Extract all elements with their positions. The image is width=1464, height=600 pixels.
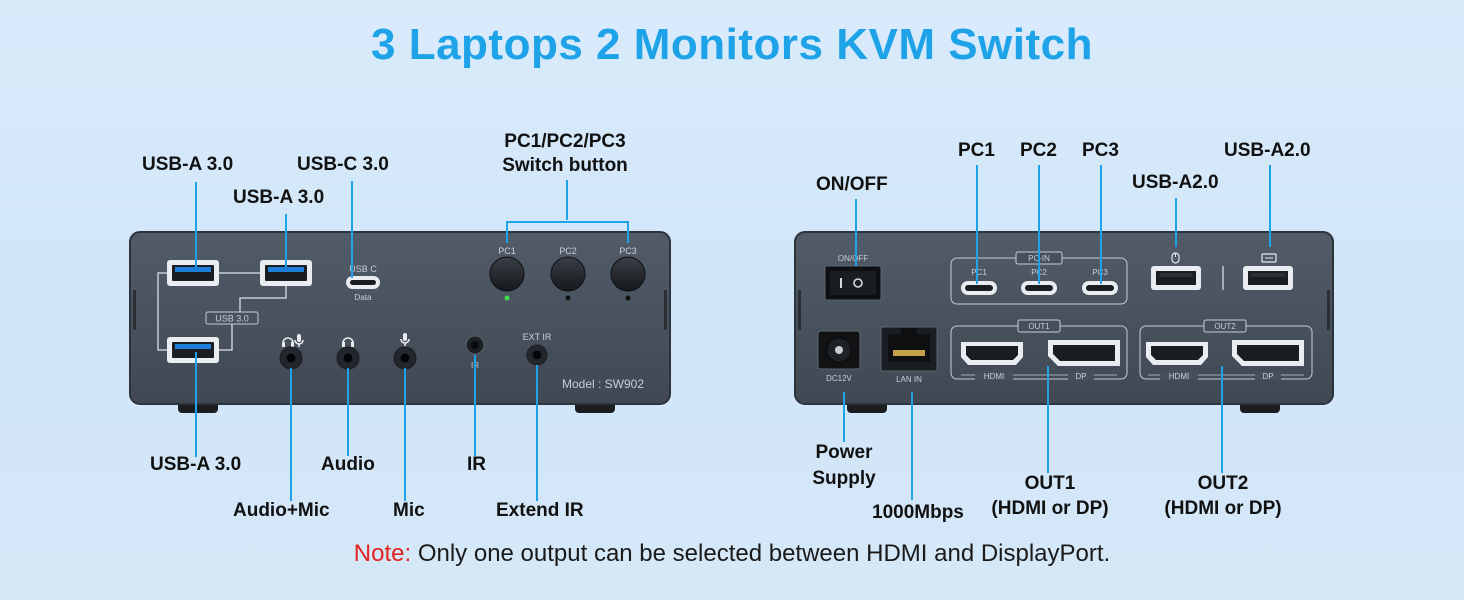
- headphones-icon: [342, 337, 354, 347]
- keyboard-icon: [1261, 253, 1277, 263]
- label-usb-a-top-left: USB-A 3.0: [142, 154, 234, 175]
- note-text: Only one output can be selected between …: [411, 540, 1111, 567]
- lan-in-tag: LAN IN: [896, 375, 922, 384]
- label-pc1: PC1: [958, 140, 995, 161]
- out1-hdmi-port[interactable]: [961, 342, 1023, 365]
- label-pc3: PC3: [1082, 140, 1119, 161]
- usb-a-port-bottom[interactable]: [167, 337, 219, 363]
- pc1-button[interactable]: [489, 256, 525, 292]
- model-tag: Model : SW902: [562, 377, 644, 391]
- out2-tag: OUT2: [1214, 322, 1236, 331]
- dc-power-jack[interactable]: [817, 330, 861, 370]
- label-lan: 1000Mbps: [872, 502, 964, 523]
- headset-mic-icon: [282, 334, 304, 347]
- label-ir: IR: [467, 454, 486, 475]
- label-on-off: ON/OFF: [816, 174, 888, 195]
- label-audio-mic: Audio+Mic: [233, 500, 330, 521]
- label-power-line2: Supply: [812, 468, 876, 489]
- pc2-button[interactable]: [550, 256, 586, 292]
- back-panel: ON/OFF PC-IN PC1 PC2 PC3 DC12V: [794, 231, 1334, 413]
- label-switch-line1: PC1/PC2/PC3: [504, 131, 626, 152]
- dc-tag: DC12V: [826, 374, 852, 383]
- out1-tag: OUT1: [1028, 322, 1050, 331]
- out2-dp-tag: DP: [1262, 372, 1273, 381]
- label-usb-a20-left: USB-A2.0: [1132, 172, 1219, 193]
- on-off-tag: ON/OFF: [838, 254, 868, 263]
- out1-hdmi-tag: HDMI: [984, 372, 1004, 381]
- usb-c-pc1-port[interactable]: [961, 281, 997, 295]
- out2-dp-port[interactable]: [1232, 340, 1304, 366]
- pc3-button[interactable]: [610, 256, 646, 292]
- back-pc1-tag: PC1: [971, 268, 987, 277]
- pc3-tag: PC3: [619, 246, 637, 256]
- out2-hdmi-port[interactable]: [1146, 342, 1208, 365]
- usb-a20-keyboard-port[interactable]: [1243, 266, 1293, 290]
- label-usb-a-bottom: USB-A 3.0: [150, 454, 242, 475]
- audio-jack[interactable]: [336, 346, 360, 370]
- usb-c-pc2-port[interactable]: [1021, 281, 1057, 295]
- page-title: 3 Laptops 2 Monitors KVM Switch: [371, 20, 1093, 69]
- label-switch-line2: Switch button: [502, 155, 628, 176]
- footnote: Note: Only one output can be selected be…: [0, 540, 1464, 568]
- label-usb-a20-right: USB-A2.0: [1224, 140, 1311, 161]
- mouse-icon: [1171, 252, 1180, 264]
- note-prefix: Note:: [353, 540, 412, 567]
- pc2-tag: PC2: [559, 246, 577, 256]
- mic-jack[interactable]: [393, 346, 417, 370]
- usb-c-pc3-port[interactable]: [1082, 281, 1118, 295]
- label-pc2: PC2: [1020, 140, 1057, 161]
- mic-icon: [400, 333, 410, 346]
- usbc-tag: USB C: [349, 264, 377, 274]
- label-power-line1: Power: [815, 442, 873, 463]
- label-out2-line2: (HDMI or DP): [1164, 498, 1282, 519]
- lan-port[interactable]: [880, 326, 938, 372]
- label-out2-line1: OUT2: [1197, 473, 1249, 494]
- ir-receiver: [465, 335, 485, 355]
- out1-dp-port[interactable]: [1048, 340, 1120, 366]
- power-switch[interactable]: [824, 265, 882, 301]
- ext-ir-tag: EXT IR: [523, 332, 552, 342]
- pc1-led: [504, 295, 510, 301]
- ext-ir-jack[interactable]: [526, 344, 548, 366]
- usb-a20-mouse-port[interactable]: [1151, 266, 1201, 290]
- usb-a-port-top-mid[interactable]: [260, 260, 312, 286]
- audio-mic-jack[interactable]: [279, 346, 303, 370]
- usb-a-port-top-left[interactable]: [167, 260, 219, 286]
- label-usb-a-top-mid: USB-A 3.0: [233, 187, 325, 208]
- front-panel: USB 3.0 USB C Data PC1 PC2 PC3: [129, 231, 671, 413]
- label-out1-line2: (HDMI or DP): [991, 498, 1109, 519]
- front-callout-lines: [195, 180, 629, 501]
- label-out1-line1: OUT1: [1024, 473, 1076, 494]
- label-mic: Mic: [393, 500, 425, 521]
- label-usb-c: USB-C 3.0: [297, 154, 389, 175]
- out1-dp-tag: DP: [1075, 372, 1086, 381]
- back-callout-lines: [843, 165, 1271, 500]
- usbc-sub-tag: Data: [355, 293, 372, 302]
- label-extend-ir: Extend IR: [496, 500, 584, 521]
- usb30-tag: USB 3.0: [215, 314, 249, 324]
- pc1-tag: PC1: [498, 246, 516, 256]
- label-audio: Audio: [321, 454, 375, 475]
- out2-hdmi-tag: HDMI: [1169, 372, 1189, 381]
